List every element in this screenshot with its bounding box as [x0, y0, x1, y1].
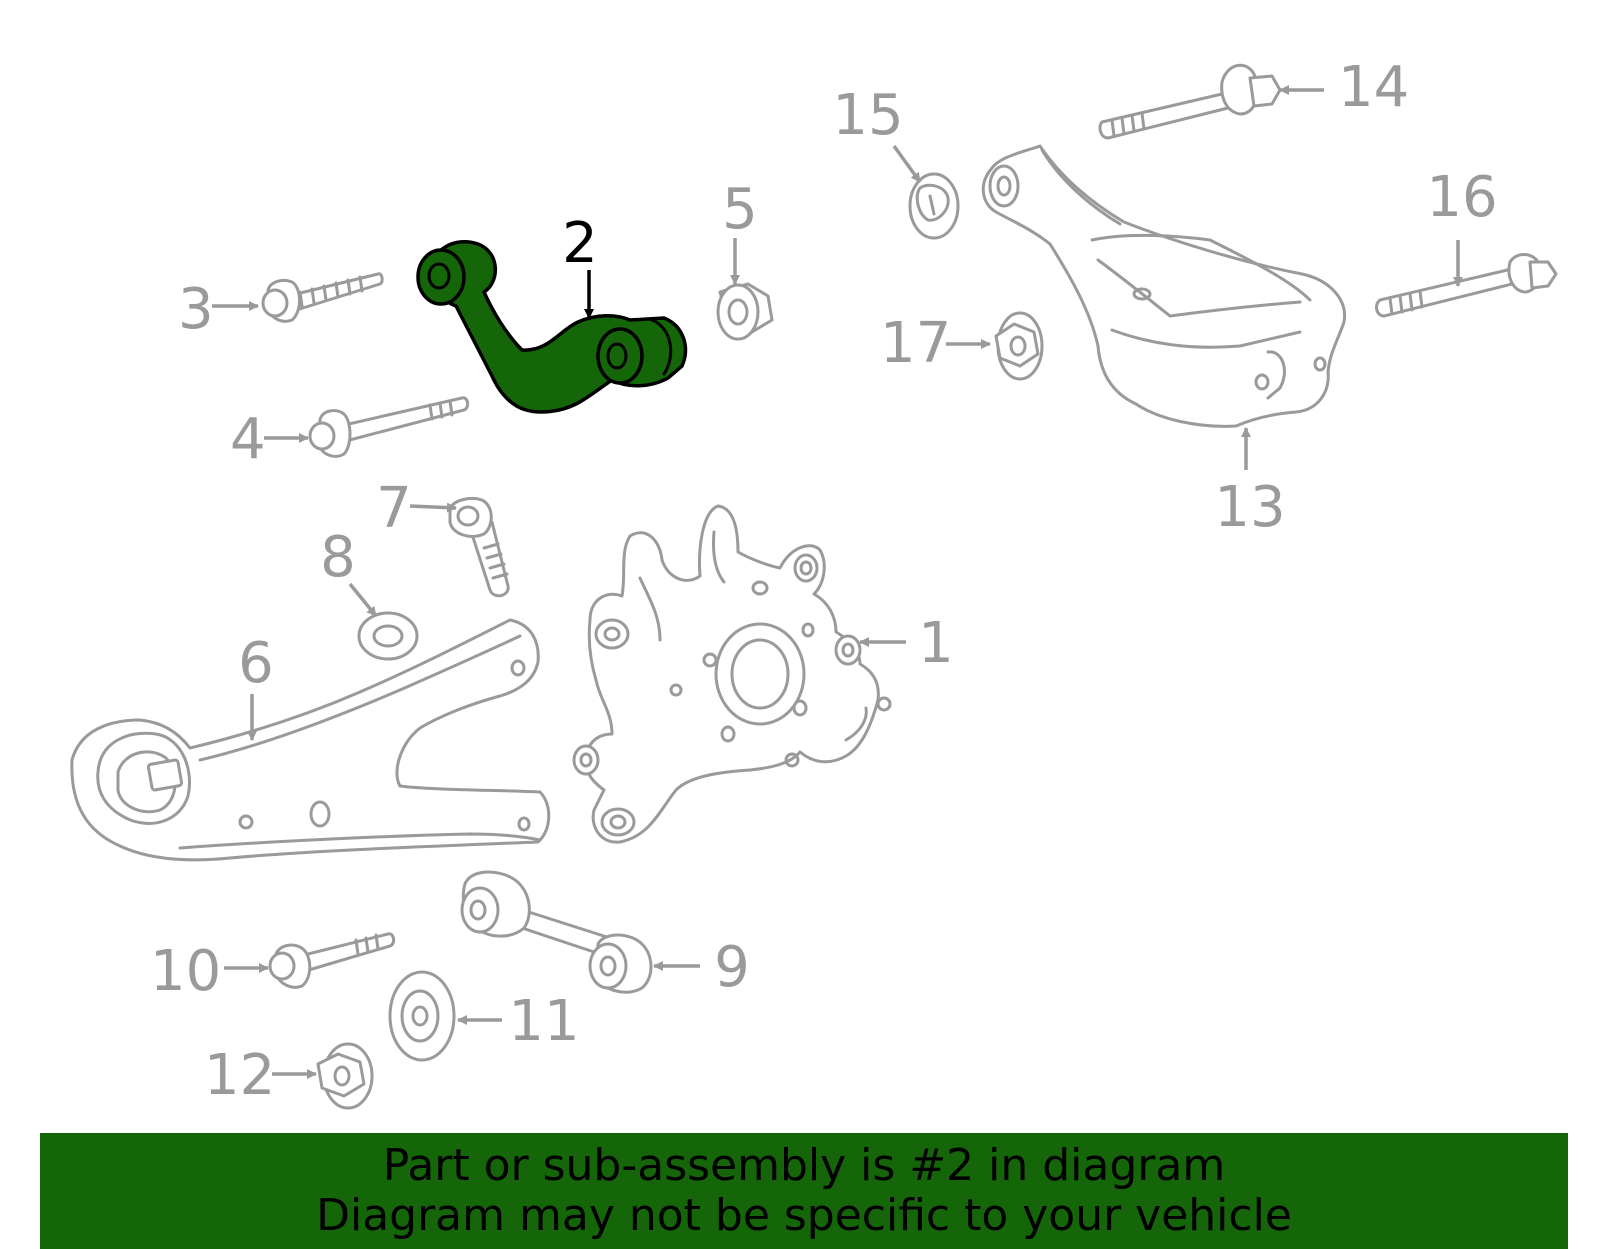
- svg-text:2: 2: [562, 211, 598, 276]
- svg-text:17: 17: [880, 311, 951, 376]
- callout-16: 16: [1426, 165, 1498, 287]
- svg-text:12: 12: [204, 1043, 275, 1108]
- svg-text:10: 10: [150, 939, 221, 1004]
- svg-text:5: 5: [722, 177, 758, 242]
- svg-text:13: 13: [1214, 475, 1285, 540]
- callout-14: 14: [1279, 55, 1409, 120]
- callout-2: 2: [562, 211, 598, 319]
- callout-3: 3: [178, 277, 259, 342]
- svg-text:16: 16: [1426, 165, 1497, 230]
- callout-10: 10: [150, 939, 269, 1004]
- svg-text:14: 14: [1338, 55, 1409, 120]
- svg-text:15: 15: [832, 83, 903, 148]
- banner-line-2: Diagram may not be specific to your vehi…: [316, 1190, 1292, 1241]
- svg-text:8: 8: [320, 525, 356, 590]
- svg-text:3: 3: [178, 277, 214, 342]
- part-16-bolt[interactable]: [1375, 253, 1558, 318]
- part-12-nut[interactable]: [316, 1042, 374, 1110]
- callout-4: 4: [230, 407, 309, 472]
- callout-12: 12: [204, 1043, 317, 1108]
- part-13-lower-control-arm[interactable]: [981, 144, 1347, 428]
- callout-1: 1: [859, 611, 954, 676]
- part-17-nut[interactable]: [994, 311, 1044, 381]
- callout-9: 9: [653, 935, 750, 1000]
- callout-11: 11: [457, 989, 580, 1054]
- callout-13: 13: [1214, 427, 1286, 540]
- part-3-bolt[interactable]: [261, 272, 384, 323]
- callout-15: 15: [832, 83, 922, 184]
- part-15-bushing[interactable]: [908, 172, 960, 240]
- part-1-knuckle[interactable]: [572, 504, 892, 844]
- part-10-bolt[interactable]: [268, 932, 396, 989]
- banner-line-1: Part or sub-assembly is #2 in diagram: [382, 1140, 1226, 1191]
- svg-text:9: 9: [714, 935, 750, 1000]
- svg-text:4: 4: [230, 407, 266, 472]
- callout-7: 7: [376, 476, 457, 541]
- part-2-upper-control-arm[interactable]: [416, 240, 688, 414]
- part-11-washer[interactable]: [388, 970, 456, 1062]
- part-7-bolt[interactable]: [448, 496, 510, 598]
- part-4-bolt[interactable]: [308, 396, 470, 458]
- callout-5: 5: [722, 177, 758, 285]
- info-banner: Part or sub-assembly is #2 in diagram Di…: [40, 1133, 1568, 1249]
- svg-text:6: 6: [238, 631, 274, 696]
- svg-text:7: 7: [376, 476, 412, 541]
- svg-text:1: 1: [918, 611, 954, 676]
- part-6-trailing-arm[interactable]: [70, 618, 551, 862]
- callout-8: 8: [320, 525, 378, 618]
- svg-text:11: 11: [508, 989, 579, 1054]
- callout-17: 17: [880, 311, 991, 376]
- part-8-washer[interactable]: [357, 611, 419, 661]
- part-9-toe-link[interactable]: [460, 870, 653, 994]
- part-5-nut[interactable]: [716, 282, 774, 341]
- part-14-bolt[interactable]: [1098, 63, 1282, 140]
- callout-6: 6: [238, 631, 274, 741]
